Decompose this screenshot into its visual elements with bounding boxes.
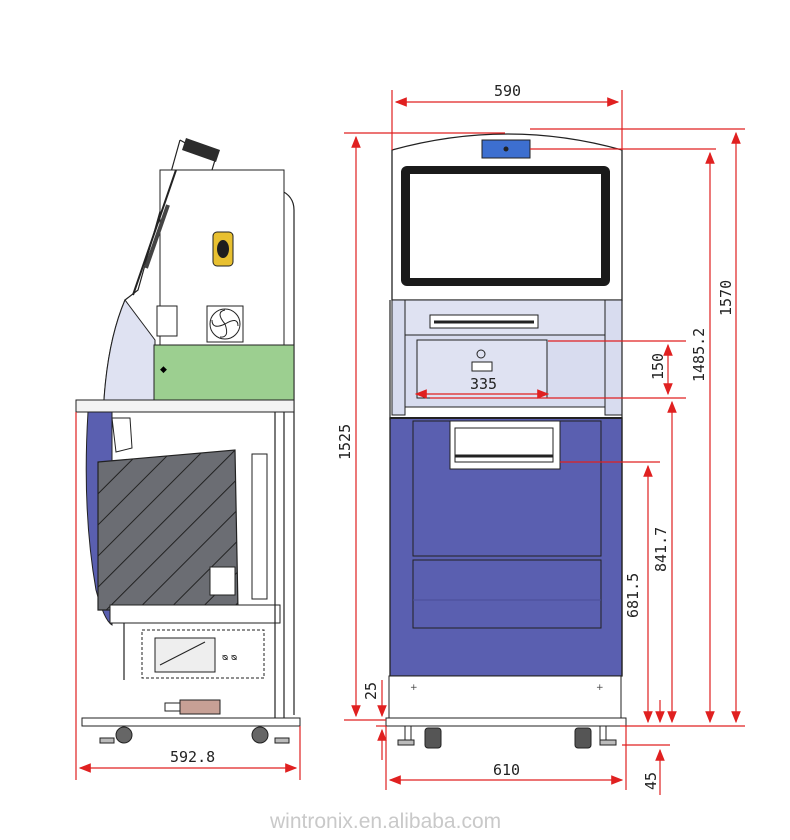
printer-slot-width-dimension: 335 <box>470 375 497 393</box>
screen-top-dimension: 1485.2 <box>690 328 708 382</box>
svg-text:+: + <box>410 683 418 693</box>
caster-icon <box>574 727 592 749</box>
side-camera-block <box>182 138 220 162</box>
watermark-text: wintronix.en.alibaba.com <box>269 810 501 833</box>
caster-height-dimension: 45 <box>642 772 660 790</box>
front-view: + + <box>385 133 627 749</box>
total-height-dimension: 1570 <box>717 280 735 316</box>
caster-icon <box>424 727 442 749</box>
svg-text:◆: ◆ <box>160 365 167 375</box>
plinth-dimension: 25 <box>362 682 380 700</box>
side-lower-frame <box>109 604 281 624</box>
side-depth-dimension: 592.8 <box>170 748 215 766</box>
touch-screen-display <box>410 174 601 278</box>
top-width-dimension: 590 <box>494 82 521 100</box>
body-height-dimension: 1525 <box>336 424 354 460</box>
side-green-module <box>153 344 295 401</box>
side-view: ◆ ᴓ ᴓ 592.8 <box>75 138 301 780</box>
front-lower-door <box>412 559 602 629</box>
caster-icon <box>115 726 133 744</box>
printer-slot-height-dimension: 150 <box>649 353 667 380</box>
front-plinth <box>388 675 622 719</box>
svg-text:ᴓ ᴓ: ᴓ ᴓ <box>222 653 237 663</box>
side-front-panel <box>103 299 156 401</box>
caster-icon <box>251 726 269 744</box>
side-shelf <box>75 399 295 413</box>
side-base <box>81 717 301 727</box>
dimension-lines: 590 1525 25 610 1570 1485.2 150 <box>336 82 745 795</box>
lock-icon <box>476 349 486 359</box>
lower-door-height-dimension: 681.5 <box>624 573 642 618</box>
svg-text:+: + <box>596 683 604 693</box>
base-width-dimension: 610 <box>493 761 520 779</box>
lower-panel-height-dimension: 841.7 <box>652 527 670 572</box>
